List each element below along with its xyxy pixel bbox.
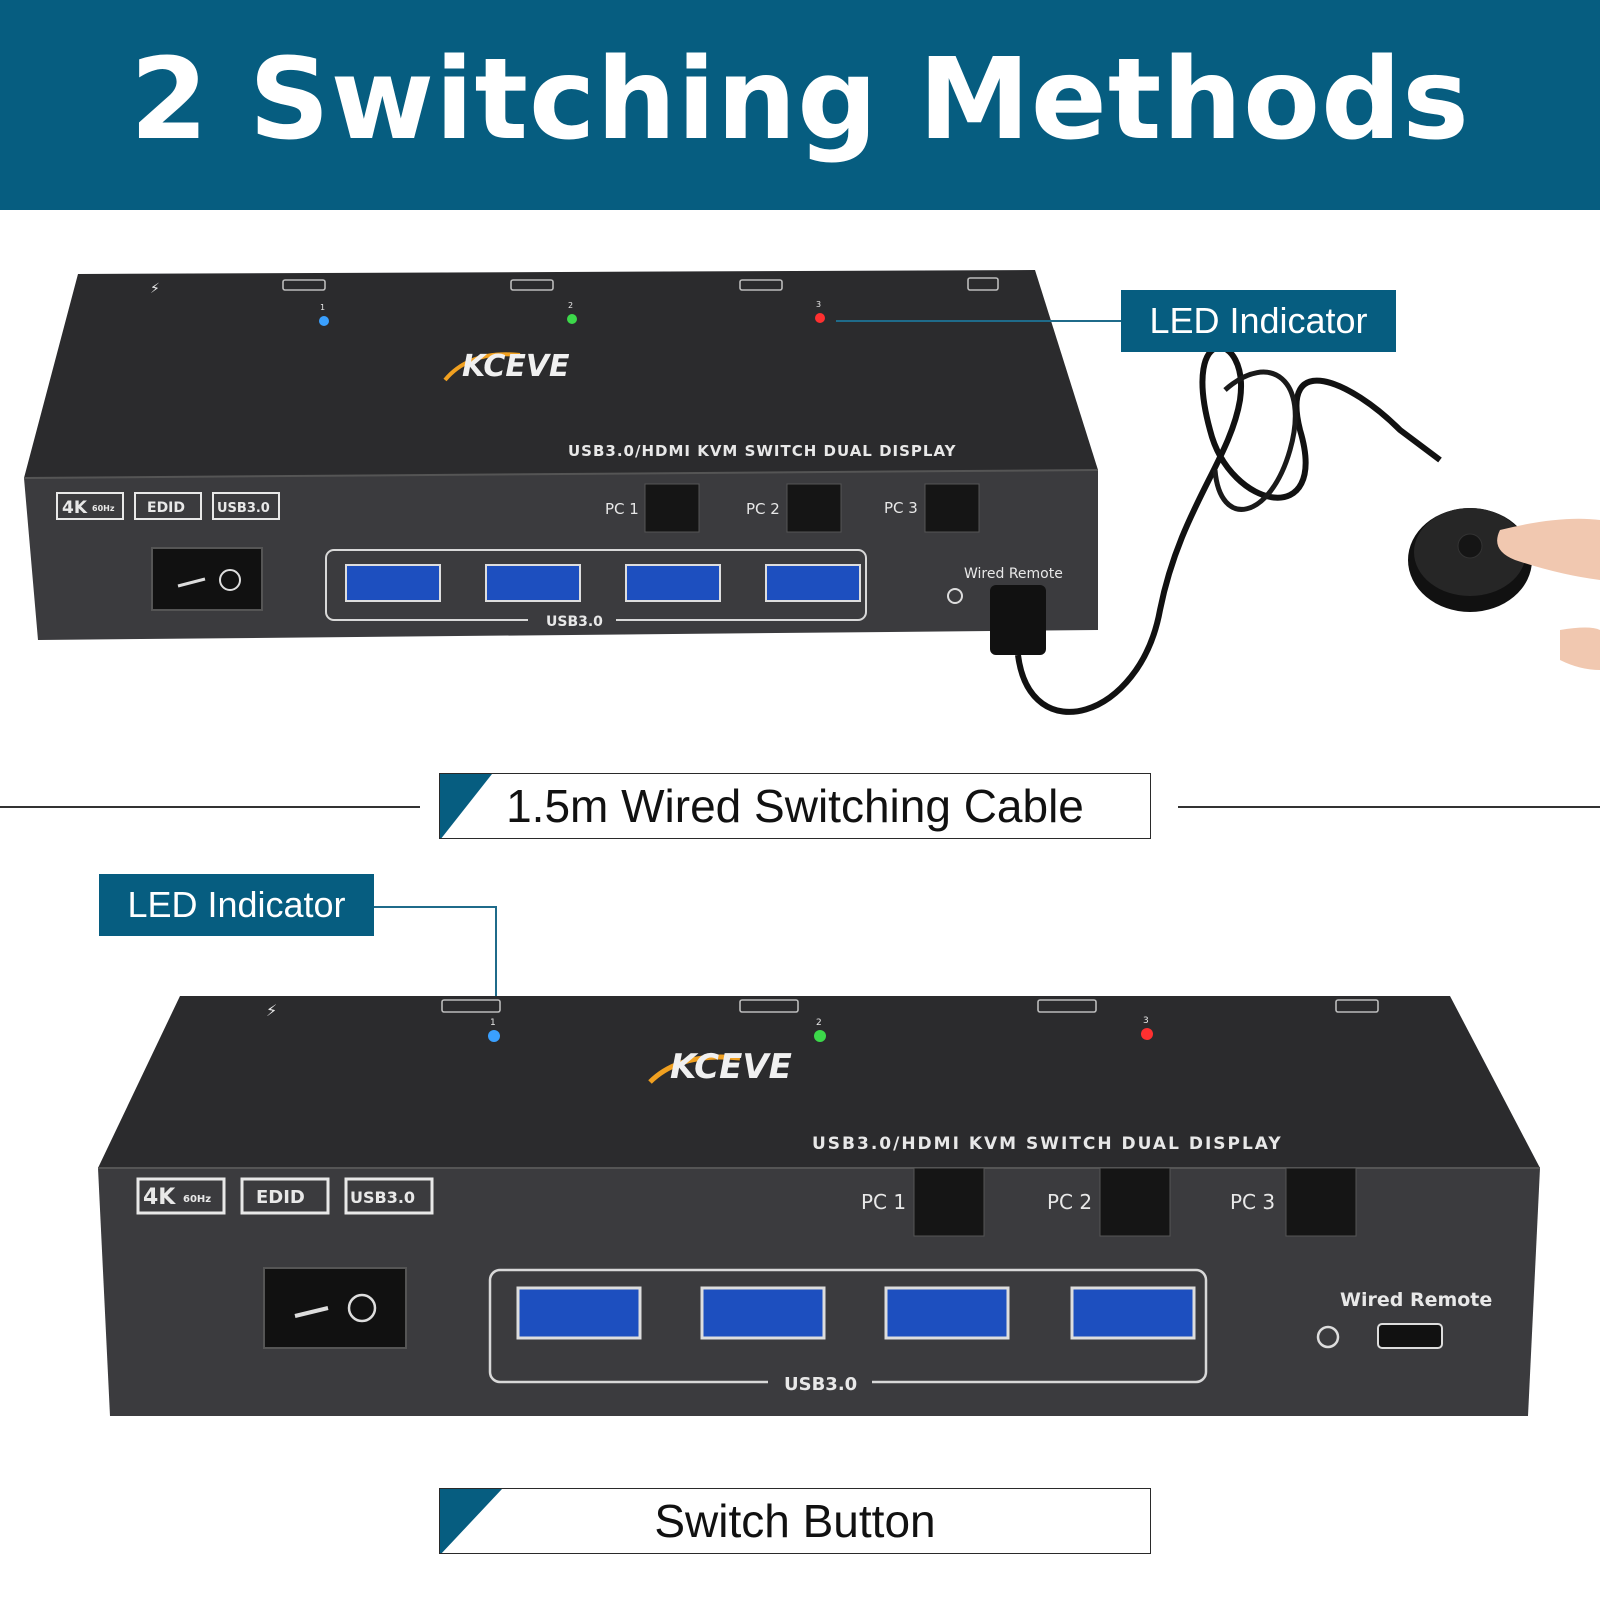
remote-label: Wired Remote xyxy=(1340,1289,1492,1311)
led-2 xyxy=(814,1030,826,1042)
led-1 xyxy=(319,316,329,326)
usb-ports xyxy=(345,564,861,602)
top-kvm-device-illustration: ⚡ 1 2 3 KCEVE USB3.0/HDMI KVM SWITCH DUA… xyxy=(23,270,1600,715)
brand-swoosh xyxy=(648,1054,741,1084)
pc3-button xyxy=(924,483,980,533)
power-switch xyxy=(151,547,263,611)
badge-60hz: 60Hz xyxy=(183,1194,211,1205)
pc2-label: PC 2 xyxy=(1047,1190,1092,1214)
cable-caption: 1.5m Wired Switching Cable xyxy=(506,780,1084,832)
badges: 4K 60Hz EDID USB3.0 xyxy=(136,1177,434,1215)
power-bolt-icon: ⚡ xyxy=(150,281,160,297)
model-text: USB3.0/HDMI KVM SWITCH DUAL DISPLAY xyxy=(812,1134,1283,1154)
led-number-3: 3 xyxy=(816,300,821,309)
switch-button-caption-box: Switch Button xyxy=(439,1488,1151,1554)
pc1-label: PC 1 xyxy=(605,500,639,518)
led-3 xyxy=(815,313,825,323)
pc3-label: PC 3 xyxy=(1230,1190,1275,1214)
led-1 xyxy=(488,1030,500,1042)
bottom-callout-leader-h xyxy=(374,906,496,908)
pc2-button xyxy=(1099,1167,1171,1237)
usb-label: USB3.0 xyxy=(546,614,603,630)
usb-ports xyxy=(516,1286,1196,1340)
badge-60hz: 60Hz xyxy=(92,504,115,513)
badge-4k: 4K xyxy=(143,1185,176,1210)
brand-logo: KCEVE xyxy=(670,1047,792,1087)
power-switch xyxy=(263,1267,407,1349)
cable-plug xyxy=(990,585,1046,655)
caption-rule-left xyxy=(0,806,420,808)
badge-usb3: USB3.0 xyxy=(350,1188,415,1207)
pc2-label: PC 2 xyxy=(746,500,780,518)
led-2 xyxy=(567,314,577,324)
badge-4k: 4K xyxy=(62,498,88,518)
finger xyxy=(1497,518,1600,580)
device-top-face xyxy=(98,996,1540,1168)
led-number-3: 3 xyxy=(1143,1016,1149,1026)
usb-label: USB3.0 xyxy=(784,1374,857,1395)
pc1-button xyxy=(644,483,700,533)
badge-edid: EDID xyxy=(256,1187,305,1208)
led-number-1: 1 xyxy=(490,1018,496,1028)
model-text: USB3.0/HDMI KVM SWITCH DUAL DISPLAY xyxy=(568,442,957,460)
power-bolt-icon: ⚡ xyxy=(266,1001,277,1020)
pc2-button xyxy=(786,483,842,533)
led-3 xyxy=(1141,1028,1153,1040)
pc3-label: PC 3 xyxy=(884,499,918,517)
bottom-callout-leader-v xyxy=(495,906,497,1002)
pc1-label: PC 1 xyxy=(861,1190,906,1214)
brand-swoosh xyxy=(443,352,521,382)
device-top-face xyxy=(24,270,1098,478)
top-port-icons xyxy=(282,277,999,291)
header-banner: 2 Switching Methods xyxy=(0,0,1600,210)
brand-logo: KCEVE xyxy=(462,349,570,384)
badge-edid: EDID xyxy=(147,500,185,516)
pc3-button xyxy=(1285,1167,1357,1237)
led-number-2: 2 xyxy=(568,301,573,310)
switch-button-caption: Switch Button xyxy=(654,1495,936,1547)
bottom-led-callout: LED Indicator xyxy=(99,874,374,936)
page-title: 2 Switching Methods xyxy=(130,35,1470,165)
top-callout-leader xyxy=(836,320,1122,322)
remote-label: Wired Remote xyxy=(964,566,1063,582)
caption-corner-accent xyxy=(440,1489,502,1553)
top-led-callout: LED Indicator xyxy=(1121,290,1396,352)
pc1-button xyxy=(913,1167,985,1237)
top-port-icons xyxy=(441,999,1379,1013)
cable-caption-box: 1.5m Wired Switching Cable xyxy=(439,773,1151,839)
led-number-1: 1 xyxy=(320,303,325,312)
bottom-kvm-device-illustration: ⚡ 1 2 3 KCEVE USB3.0/HDMI KVM SWITCH DUA… xyxy=(98,996,1540,1416)
remote-port xyxy=(1377,1323,1443,1349)
badge-usb3: USB3.0 xyxy=(217,501,270,516)
badges: 4K 60Hz EDID USB3.0 xyxy=(56,492,280,520)
caption-corner-accent xyxy=(440,774,492,838)
led-number-2: 2 xyxy=(816,1018,822,1028)
caption-rule-right xyxy=(1178,806,1600,808)
